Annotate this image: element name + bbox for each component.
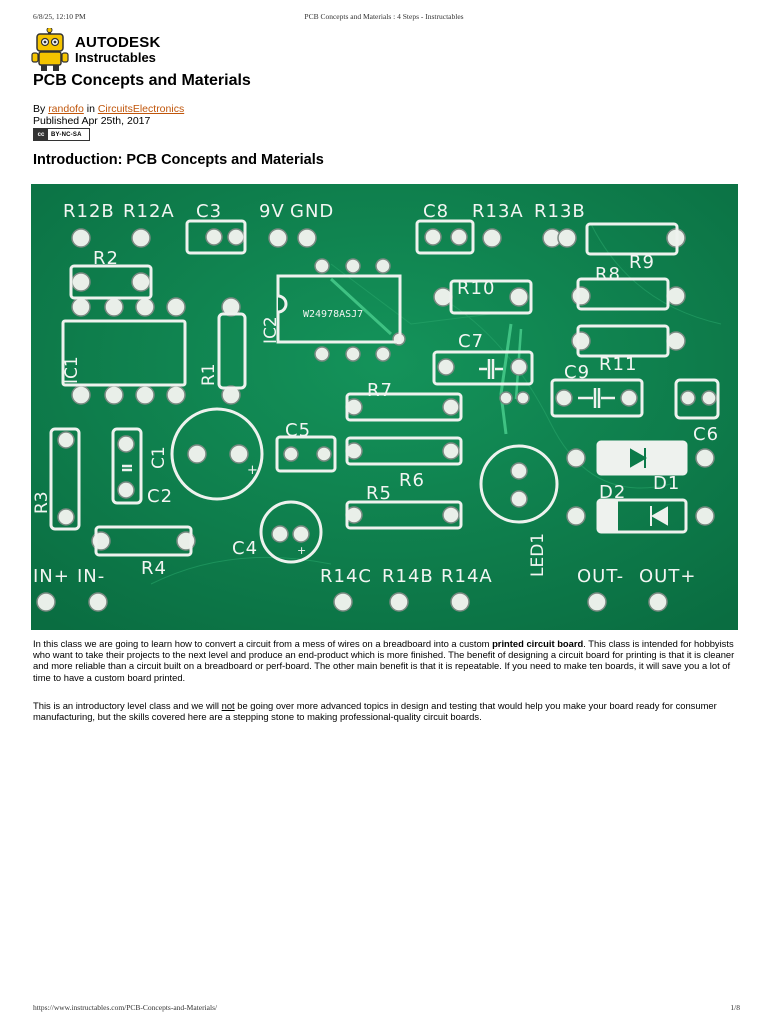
label-c1: C1 [149, 446, 169, 469]
label-c3: C3 [196, 201, 222, 222]
label-r7: R7 [367, 380, 393, 401]
label-c4: C4 [232, 538, 258, 559]
by-label: By [33, 103, 46, 115]
p1-bold: printed circuit board [492, 638, 584, 649]
label-r14c: R14C [320, 566, 372, 587]
print-footer: https://www.instructables.com/PCB-Concep… [0, 1003, 768, 1015]
p2-text-b: be going over more advanced topics in de… [33, 700, 717, 723]
label-r1: R1 [199, 363, 219, 386]
cc-license-badge[interactable]: cc BY-NC-SA [33, 128, 90, 141]
label-r8: R8 [595, 264, 621, 285]
label-9v: 9V [259, 201, 285, 222]
label-in-plus: IN+ [33, 566, 70, 587]
published-date: Published Apr 25th, 2017 [33, 115, 151, 127]
label-c9: C9 [564, 362, 590, 383]
label-out-minus: OUT- [577, 566, 624, 587]
p1-text-b: . This class is intended for hobbyists w… [33, 638, 735, 683]
label-c5: C5 [285, 420, 311, 441]
cc-license-text: BY-NC-SA [51, 131, 82, 138]
label-d1: D1 [653, 473, 680, 494]
label-c7: C7 [458, 331, 484, 352]
label-r10: R10 [457, 278, 495, 299]
print-page-number: 1/8 [730, 1003, 740, 1012]
label-r14a: R14A [441, 566, 493, 587]
author-link[interactable]: randofo [48, 103, 84, 115]
intro-paragraph-1: In this class we are going to learn how … [33, 638, 736, 683]
pcb-drawing: R12B R12A C3 9V GND C8 R13A R13B R2 R9 R… [31, 184, 738, 630]
label-r13a: R13A [472, 201, 524, 222]
pcb-photo: R12B R12A C3 9V GND C8 R13A R13B R2 R9 R… [31, 184, 738, 630]
in-label: in [86, 103, 95, 115]
label-in-minus: IN- [77, 566, 105, 587]
byline: By randofo in CircuitsElectronics [33, 103, 184, 115]
label-gnd: GND [290, 201, 334, 222]
page-title: PCB Concepts and Materials [33, 72, 251, 89]
label-ic2: IC2 [261, 316, 281, 344]
print-header: 6/8/25, 12:10 PM PCB Concepts and Materi… [0, 12, 768, 24]
label-c2: C2 [147, 486, 173, 507]
label-r12a: R12A [123, 201, 175, 222]
label-ic1: IC1 [62, 356, 82, 384]
p2-underline: not [221, 700, 235, 711]
label-chip-code: W24978ASJ7 [303, 309, 363, 320]
label-led1: LED1 [528, 533, 548, 577]
logo-instructables: Instructables [75, 50, 156, 65]
label-r3: R3 [32, 491, 52, 514]
robot-mascot-icon [31, 28, 69, 71]
label-r5: R5 [366, 483, 392, 504]
instructables-logo[interactable]: AUTODESK Instructables [30, 28, 230, 72]
label-r4: R4 [141, 558, 167, 579]
logo-autodesk: AUTODESK [75, 34, 161, 51]
label-r6: R6 [399, 470, 425, 491]
label-r12b: R12B [63, 201, 115, 222]
print-page-title: PCB Concepts and Materials : 4 Steps - I… [304, 12, 464, 21]
label-d2: D2 [599, 482, 626, 503]
label-c6: C6 [693, 424, 719, 445]
intro-heading: Introduction: PCB Concepts and Materials [33, 152, 324, 168]
label-r11: R11 [599, 354, 637, 375]
p2-text-a: This is an introductory level class and … [33, 700, 222, 711]
cc-icon: cc [34, 129, 48, 140]
intro-paragraph-2: This is an introductory level class and … [33, 700, 736, 722]
label-r9: R9 [629, 252, 655, 273]
label-out-plus: OUT+ [639, 566, 696, 587]
p1-text-a: In this class we are going to learn how … [33, 638, 493, 649]
label-plus-c4: + [297, 544, 306, 557]
label-plus-c: + [247, 463, 258, 478]
print-url: https://www.instructables.com/PCB-Concep… [33, 1003, 218, 1012]
label-c8: C8 [423, 201, 449, 222]
print-datetime: 6/8/25, 12:10 PM [33, 12, 86, 21]
label-r14b: R14B [382, 566, 434, 587]
label-r13b: R13B [534, 201, 586, 222]
category-link[interactable]: CircuitsElectronics [97, 103, 185, 115]
label-r2: R2 [93, 248, 119, 269]
